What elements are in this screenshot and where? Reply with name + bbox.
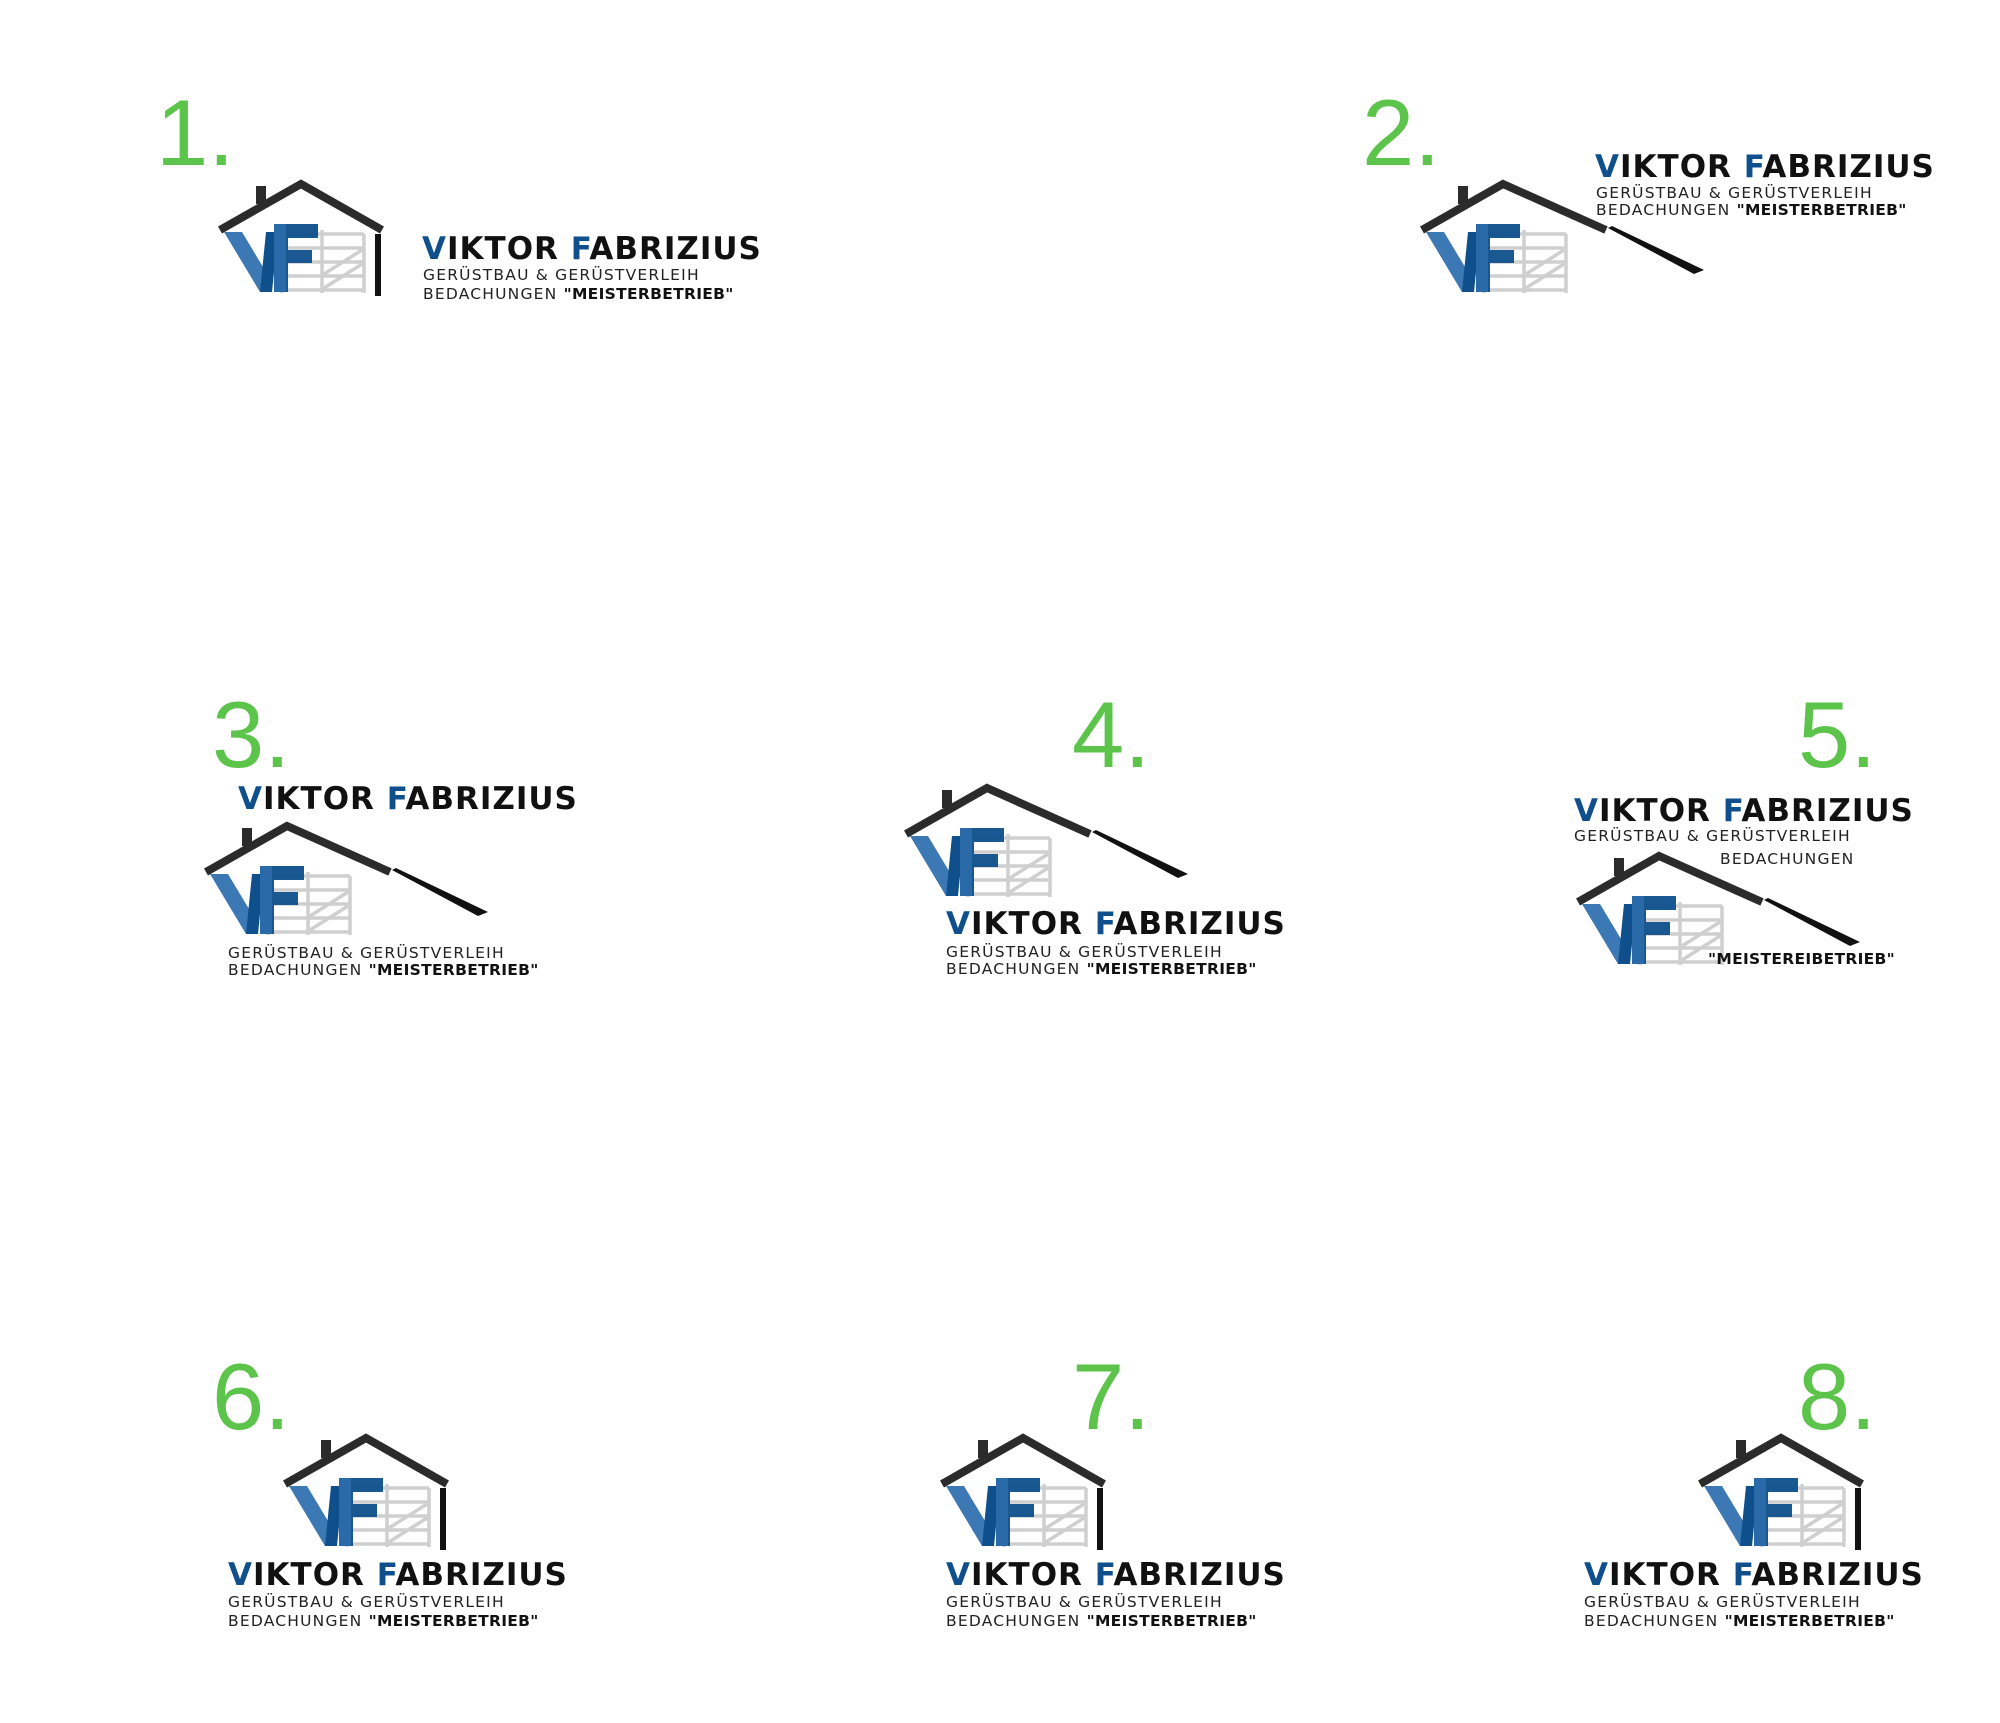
variant-number: 8.: [1798, 1344, 1877, 1449]
tagline-roofing: BEDACHUNGEN "MEISTERBETRIEB": [423, 285, 734, 303]
variant-number: 5.: [1798, 682, 1877, 787]
tagline-services: GERÜSTBAU & GERÜSTVERLEIH: [228, 1593, 505, 1611]
company-name: VIKTOR FABRIZIUS: [238, 781, 578, 817]
tagline-services: GERÜSTBAU & GERÜSTVERLEIH: [1584, 1593, 1861, 1611]
company-name: VIKTOR FABRIZIUS: [1595, 149, 1935, 185]
house-roof-icon: [1422, 178, 1712, 300]
tagline-services: GERÜSTBAU & GERÜSTVERLEIH: [946, 943, 1223, 961]
company-name: VIKTOR FABRIZIUS: [228, 1557, 568, 1593]
company-name: VIKTOR FABRIZIUS: [946, 1557, 1286, 1593]
variant-number: 7.: [1072, 1344, 1151, 1449]
variant-number: 2.: [1362, 80, 1441, 185]
house-roof-icon: [1700, 1432, 1870, 1554]
tagline-roofing: BEDACHUNGEN "MEISTERBETRIEB": [228, 1612, 539, 1630]
tagline-services: GERÜSTBAU & GERÜSTVERLEIH: [1574, 827, 1851, 845]
company-name: VIKTOR FABRIZIUS: [946, 906, 1286, 942]
company-name: VIKTOR FABRIZIUS: [1584, 1557, 1924, 1593]
variant-number: 1.: [156, 80, 235, 185]
tagline-roofing: BEDACHUNGEN: [1720, 850, 1855, 868]
tagline-roofing: BEDACHUNGEN "MEISTERBETRIEB": [1596, 201, 1907, 219]
tagline-master: "MEISTEREIBETRIEB": [1708, 950, 1896, 968]
house-roof-icon: [220, 178, 390, 300]
tagline-services: GERÜSTBAU & GERÜSTVERLEIH: [946, 1593, 1223, 1611]
house-roof-icon: [285, 1432, 455, 1554]
tagline-services: GERÜSTBAU & GERÜSTVERLEIH: [228, 944, 505, 962]
company-name: VIKTOR FABRIZIUS: [1574, 793, 1914, 829]
tagline-services: GERÜSTBAU & GERÜSTVERLEIH: [1596, 184, 1873, 202]
tagline-roofing: BEDACHUNGEN "MEISTERBETRIEB": [228, 961, 539, 979]
tagline-roofing: BEDACHUNGEN "MEISTERBETRIEB": [946, 960, 1257, 978]
company-name: VIKTOR FABRIZIUS: [422, 231, 762, 267]
variant-number: 6.: [212, 1344, 291, 1449]
variant-number: 3.: [212, 682, 291, 787]
variant-number: 4.: [1072, 682, 1151, 787]
house-roof-icon: [906, 782, 1196, 904]
tagline-roofing: BEDACHUNGEN "MEISTERBETRIEB": [946, 1612, 1257, 1630]
tagline-roofing: BEDACHUNGEN "MEISTERBETRIEB": [1584, 1612, 1895, 1630]
house-roof-icon: [942, 1432, 1112, 1554]
house-roof-icon: [206, 820, 496, 942]
tagline-services: GERÜSTBAU & GERÜSTVERLEIH: [423, 266, 700, 284]
